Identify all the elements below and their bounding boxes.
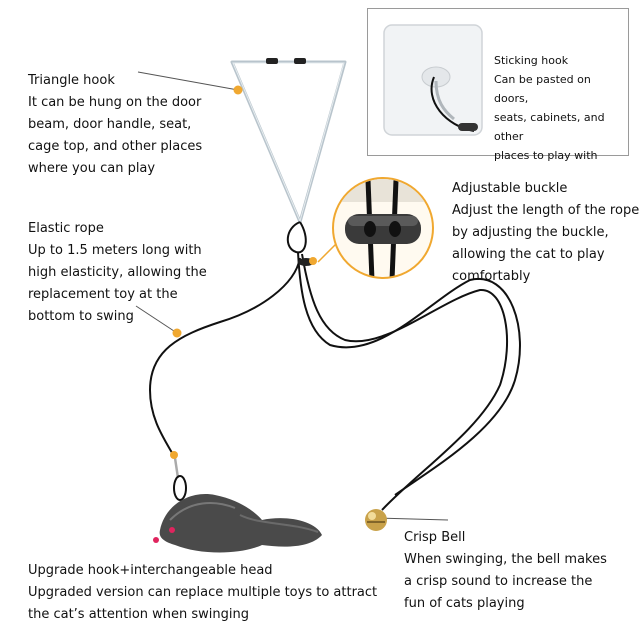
buckle-zoom bbox=[317, 177, 434, 279]
adjustable-buckle-text: Adjustable buckle Adjust the length of t… bbox=[452, 178, 639, 288]
leader-line-triangle-hook bbox=[137, 71, 239, 91]
sticking-hook-title: Sticking hook bbox=[494, 54, 569, 67]
upgrade-hook-line: the cat’s attention when swinging bbox=[28, 607, 249, 622]
crisp-bell-line: fun of cats playing bbox=[404, 596, 525, 611]
leader-line-crisp-bell bbox=[374, 517, 449, 521]
sticking-hook-line: Can be pasted on doors, bbox=[494, 73, 591, 105]
elastic-rope-line: replacement toy at the bbox=[28, 287, 178, 302]
adjustable-buckle-title: Adjustable buckle bbox=[452, 181, 568, 196]
crisp-bell-line: When swinging, the bell makes bbox=[404, 552, 607, 567]
marker-upgrade-hook bbox=[170, 451, 178, 459]
elastic-rope-line: bottom to swing bbox=[28, 309, 134, 324]
marker-adjustable-buckle bbox=[309, 257, 317, 265]
elastic-rope bbox=[148, 251, 521, 511]
adjustable-buckle-line: Adjust the length of the rope bbox=[452, 203, 640, 218]
triangle-hook-text: Triangle hook It can be hung on the door… bbox=[28, 70, 202, 180]
triangle-hook bbox=[230, 58, 347, 224]
upgrade-hook-line: Upgraded version can replace multiple to… bbox=[28, 585, 378, 600]
marker-elastic-rope bbox=[172, 328, 182, 338]
sticking-hook-line: places to play with bbox=[494, 149, 598, 162]
sticking-hook-text: Sticking hook Can be pasted on doors, se… bbox=[494, 51, 628, 165]
rope-loop bbox=[286, 221, 307, 254]
hook-grip-left bbox=[266, 58, 278, 64]
triangle-hook-line: It can be hung on the door bbox=[28, 95, 202, 110]
triangle-hook-title: Triangle hook bbox=[28, 73, 115, 88]
sticking-hook-line: seats, cabinets, and other bbox=[494, 111, 605, 143]
sticking-hook-inset: Sticking hook Can be pasted on doors, se… bbox=[367, 8, 629, 162]
triangle-hook-line: cage top, and other places bbox=[28, 139, 203, 154]
leader-line-elastic-rope bbox=[135, 305, 178, 334]
hook-grip-right bbox=[294, 58, 306, 64]
crisp-bell bbox=[365, 509, 387, 531]
marker-triangle-hook bbox=[233, 85, 243, 95]
elastic-rope-line: high elasticity, allowing the bbox=[28, 265, 207, 280]
adjustable-buckle-line: by adjusting the buckle, bbox=[452, 225, 609, 240]
adjustable-buckle-line: allowing the cat to play bbox=[452, 247, 605, 262]
elastic-rope-line: Up to 1.5 meters long with bbox=[28, 243, 202, 258]
elastic-rope-title: Elastic rope bbox=[28, 221, 104, 236]
triangle-hook-line: beam, door handle, seat, bbox=[28, 117, 192, 132]
triangle-hook-line: where you can play bbox=[28, 161, 156, 176]
swivel-hook bbox=[170, 451, 187, 501]
sticking-hook-image bbox=[383, 24, 483, 136]
mouse-eye bbox=[169, 527, 175, 533]
crisp-bell-line: a crisp sound to increase the bbox=[404, 574, 593, 589]
adjustable-buckle-line: comfortably bbox=[452, 269, 531, 284]
crisp-bell-text: Crisp Bell When swinging, the bell makes… bbox=[404, 527, 607, 615]
upgrade-hook-text: Upgrade hook+interchangeable head Upgrad… bbox=[28, 560, 377, 626]
elastic-rope-text: Elastic rope Up to 1.5 meters long with … bbox=[28, 218, 207, 328]
mouse-toy bbox=[153, 494, 322, 553]
mouse-nose bbox=[153, 537, 159, 543]
crisp-bell-title: Crisp Bell bbox=[404, 530, 466, 545]
upgrade-hook-title: Upgrade hook+interchangeable head bbox=[28, 563, 273, 578]
